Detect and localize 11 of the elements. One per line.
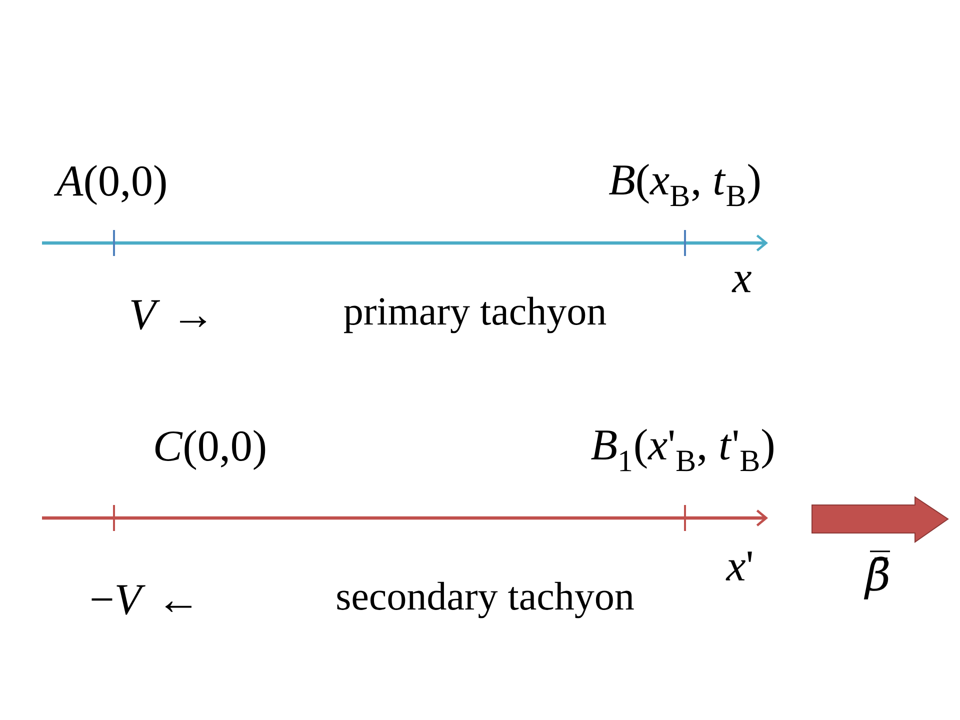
point-label: B$_{1}$(x'$_{B}$, t'$_{B}$) (591, 428, 774, 472)
velocity-label: β̄ (864, 550, 890, 600)
velocity-label: V → (131, 300, 206, 330)
axis-label: x' (726, 552, 752, 580)
point-label: A(0,0) (54, 165, 166, 205)
point-label: C(0,0) (155, 430, 266, 470)
axis-caption: secondary tachyon (337, 582, 634, 618)
velocity-label: −V ← (92, 585, 192, 615)
axis-caption: primary tachyon (344, 296, 606, 334)
point-label: B(x$_{B}$, t$_{B}$) (608, 164, 760, 206)
axis-label: x (732, 272, 752, 292)
